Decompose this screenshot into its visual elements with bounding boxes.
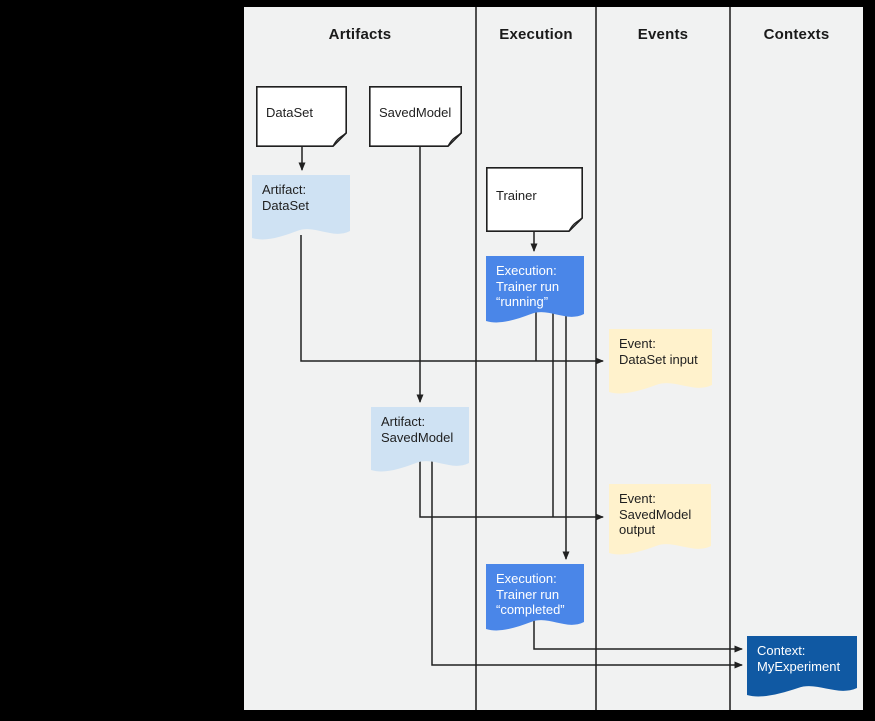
column-header-execution: Execution bbox=[499, 25, 573, 43]
node-execution-running: Execution: Trainer run “running” bbox=[486, 256, 584, 324]
column-header-artifacts: Artifacts bbox=[328, 25, 392, 43]
node-label: Artifact: SavedModel bbox=[381, 414, 454, 445]
node-event-savedmodel-output: Event: SavedModel output bbox=[609, 484, 711, 556]
connector-execution-completed-to-context bbox=[533, 619, 743, 653]
node-label: Event: DataSet input bbox=[619, 336, 698, 367]
document-shape bbox=[486, 167, 583, 232]
node-label: Execution: Trainer run “running” bbox=[496, 263, 560, 309]
node-label: SavedModel bbox=[379, 105, 452, 120]
node-dataset-document: DataSet bbox=[256, 86, 347, 147]
node-execution-completed: Execution: Trainer run “completed” bbox=[486, 564, 584, 632]
connector-artifact-savedmodel-to-context bbox=[431, 461, 743, 669]
column-header-contexts: Contexts bbox=[763, 25, 830, 43]
connector-artifact-savedmodel-to-event-savedmodel-output bbox=[419, 461, 604, 521]
node-label: Artifact: DataSet bbox=[262, 182, 309, 213]
column-header-events: Events bbox=[637, 25, 689, 43]
connector-layer bbox=[298, 7, 743, 710]
connector-artifact-dataset-to-event-dataset-input bbox=[300, 235, 604, 365]
node-label: Trainer bbox=[496, 188, 537, 203]
diagram-canvas: Artifacts Execution Events Contexts Data… bbox=[244, 7, 863, 710]
node-label: Execution: Trainer run “completed” bbox=[496, 571, 565, 617]
node-label: Event: SavedModel output bbox=[619, 491, 692, 537]
folded-corner-icon bbox=[568, 217, 583, 232]
folded-corner-icon bbox=[447, 132, 462, 147]
folded-corner-icon bbox=[332, 132, 347, 147]
node-label: Context: MyExperiment bbox=[757, 643, 841, 674]
node-trainer-document: Trainer bbox=[486, 167, 583, 232]
document-shape bbox=[256, 86, 347, 147]
node-savedmodel-document: SavedModel bbox=[369, 86, 462, 147]
document-shape bbox=[369, 86, 462, 147]
node-label: DataSet bbox=[266, 105, 313, 120]
